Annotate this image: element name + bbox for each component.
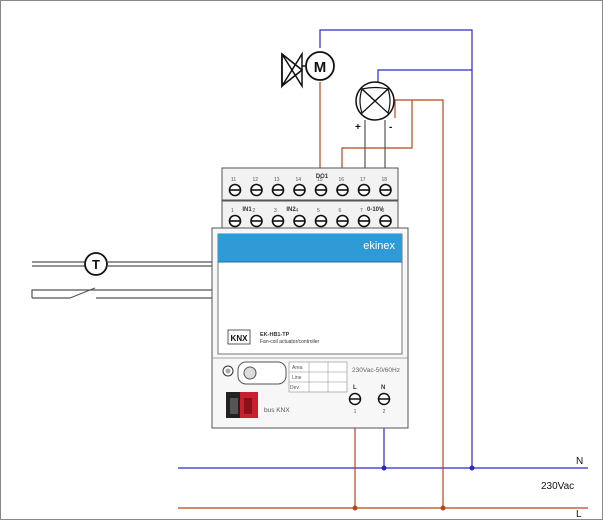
do1-common-wire [341, 100, 413, 182]
top-terminal-block [221, 167, 399, 201]
valve-symbol [281, 51, 304, 89]
power-terminal-l-number: 1 [354, 409, 357, 415]
bus-knx-label: bus KNX [264, 407, 290, 414]
ek-hb1-tp-device: ekinex KNX EK-HB1-TP Fan-coil actuator/c… [211, 167, 409, 429]
motor-symbol: M [305, 51, 335, 81]
top-terminal-number: 14 [296, 177, 302, 183]
bottom-terminal-8[interactable] [379, 214, 392, 228]
neutral-riser-fan [377, 69, 472, 84]
bottom-terminal-block [221, 200, 399, 232]
motor-label: M [314, 59, 327, 76]
bottom-terminal-number: 8 [382, 208, 385, 214]
top-terminal-number: 15 [317, 177, 323, 183]
top-terminal-17[interactable] [357, 183, 371, 197]
live-label: L [576, 509, 582, 520]
bottom-terminal-number: 5 [317, 208, 320, 214]
power-terminal-l-label: L [353, 385, 357, 391]
knx-logo: KNX [227, 329, 251, 345]
knx-logo-text: KNX [231, 334, 249, 343]
bottom-terminal-1[interactable] [228, 214, 242, 228]
top-terminal-row: 11 12 13 14 15 16 17 18 [228, 177, 392, 197]
top-terminal-number: 13 [274, 177, 280, 183]
top-terminal-number: 12 [253, 177, 259, 183]
top-terminal-number: 17 [360, 177, 366, 183]
neutral-label: N [576, 456, 583, 467]
bottom-terminal-4[interactable] [293, 214, 306, 228]
fan-minus-label: - [389, 122, 392, 133]
top-terminal-18[interactable] [379, 183, 392, 197]
bottom-terminal-3[interactable] [271, 214, 285, 228]
voltage-label: 230Vac [541, 481, 574, 492]
programming-led-inner [225, 368, 231, 374]
neutral-junction [469, 465, 475, 471]
knx-logo-box [227, 329, 251, 345]
do1-group-label: DO1 [316, 174, 329, 180]
id-field-dev: Dev. [290, 385, 300, 391]
id-field-area: Area [292, 365, 303, 371]
fan-symbol: + - [355, 81, 395, 133]
bottom-terminal-7[interactable] [357, 214, 371, 228]
thermostat-label: T [92, 257, 100, 272]
in2-group-label: IN2 [286, 207, 296, 213]
description-label: Fan-coil actuator/controller [260, 339, 320, 345]
device-n-junction [381, 465, 387, 471]
bottom-terminal-number: 6 [339, 208, 342, 214]
bus-knx-connector[interactable] [226, 392, 258, 418]
top-terminal-number: 11 [231, 177, 236, 183]
id-label-grid [288, 361, 348, 393]
bottom-terminal-number: 2 [253, 208, 256, 214]
power-terminal-n-number: 2 [383, 409, 386, 415]
bottom-terminal-number: 1 [231, 208, 234, 214]
power-terminal-l[interactable] [348, 392, 362, 406]
in1-group-label: IN1 [242, 207, 252, 213]
top-terminal-16[interactable] [336, 183, 349, 197]
top-terminal-number: 16 [339, 177, 345, 183]
device-l-junction [352, 505, 358, 511]
live-junction [440, 505, 446, 511]
bottom-terminal-row: 1 2 3 4 5 6 7 8 [228, 208, 392, 228]
live-riser-fan [394, 99, 444, 508]
bottom-terminal-6[interactable] [336, 214, 349, 228]
valve-icon [281, 51, 303, 89]
programming-button-knob[interactable] [243, 366, 257, 380]
neutral-riser-motor [319, 29, 473, 468]
fan-plus-label: + [355, 122, 361, 133]
bottom-terminal-number: 4 [296, 208, 299, 214]
bottom-terminal-5[interactable] [314, 214, 328, 228]
analog-group-label: 0-10V [367, 207, 383, 213]
thermostat-icon [84, 252, 108, 276]
temperature-sensor-symbol: T [84, 252, 108, 276]
top-terminal-number: 18 [382, 177, 388, 183]
top-terminal-11[interactable] [228, 183, 242, 197]
id-field-line: Line [292, 375, 302, 381]
bottom-terminal-number: 7 [360, 208, 363, 214]
top-terminal-13[interactable] [271, 183, 285, 197]
bottom-terminal-2[interactable] [250, 214, 263, 228]
power-rating-label: 230Vac-50/60Hz [352, 367, 400, 374]
model-label: EK-HB1-TP [260, 332, 290, 338]
top-terminal-15[interactable] [314, 183, 328, 197]
front-panel-band [218, 234, 402, 262]
power-terminal-n-label: N [381, 385, 385, 391]
power-terminal-n[interactable] [377, 392, 391, 406]
brand-label: ekinex [363, 240, 395, 252]
bottom-terminal-number: 3 [274, 208, 277, 214]
top-terminal-12[interactable] [250, 183, 263, 197]
top-terminal-14[interactable] [293, 183, 306, 197]
